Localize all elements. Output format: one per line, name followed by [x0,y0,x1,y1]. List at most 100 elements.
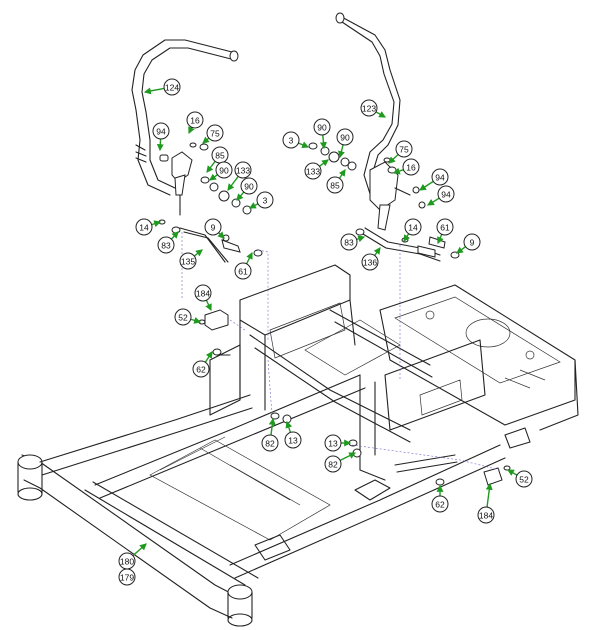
left-lever-assembly [131,39,263,263]
callout-82: 82 [261,417,279,452]
callout-90: 90 [336,128,354,159]
callout-leader [188,126,195,135]
callout-135: 135 [179,249,203,270]
callout-circle [313,118,331,136]
callout-leader [485,482,493,508]
callout-leader [298,141,310,149]
callout-circle [324,455,342,473]
callout-leader [419,180,434,191]
callout-circle [215,161,233,179]
callout-circle [431,495,449,513]
callout-3: 3 [282,131,310,149]
mower-frame [17,264,579,627]
callout-circle [163,78,181,96]
callout-leader [392,167,404,175]
callout-label: 136 [363,258,377,268]
callout-circle [326,176,344,194]
callout-circle [360,99,378,117]
callout-184: 184 [477,482,495,524]
callout-90: 90 [209,161,233,181]
callout-16: 16 [186,111,204,135]
callout-circle [157,236,175,254]
callout-leader [285,420,293,433]
callout-3: 3 [248,191,274,209]
callout-circle [402,158,420,176]
callout-label: 90 [340,133,350,143]
callout-label: 179 [120,573,134,583]
callout-circle [174,308,192,326]
callout-136: 136 [361,247,381,271]
callout-leader [339,452,357,462]
callout-circle [404,218,422,236]
callout-circle [324,434,342,452]
callout-16: 16 [392,158,420,176]
callout-label: 94 [435,173,445,183]
callout-85: 85 [206,146,229,173]
callout-circle [118,568,136,586]
callout-133: 133 [227,161,252,191]
callout-label: 85 [215,151,225,161]
callout-124: 124 [143,78,181,96]
callout-label: 9 [470,238,475,248]
callout-75: 75 [388,140,413,164]
callout-83: 83 [340,233,366,251]
callout-leader [506,469,518,476]
callout-label: 133 [306,167,320,177]
callout-circle [186,111,204,129]
callout-circle [436,218,454,236]
callout-leader [206,160,216,173]
callout-circle [194,284,212,302]
callout-leader [132,543,147,557]
callout-label: 124 [165,83,179,93]
callout-94: 94 [427,185,455,206]
callout-label: 52 [519,475,529,485]
callout-leader [170,231,179,240]
callout-leader [437,234,444,245]
callout-133: 133 [304,159,329,180]
callout-label: 61 [440,223,450,233]
callout-leader [338,144,345,159]
callout-75: 75 [202,124,224,144]
callout-leader [245,251,253,265]
callout-circle [206,124,224,142]
callout-leader [319,134,327,150]
callout-label: 62 [196,365,206,375]
callout-leader [236,191,245,201]
callout-label: 83 [161,241,171,251]
callout-circle [135,218,153,236]
callout-circle [192,360,210,378]
callout-180: 180 [118,543,147,570]
callout-184: 184 [194,284,212,312]
callout-61: 61 [234,251,253,280]
callout-leader [204,351,213,363]
callout-leader [143,87,165,95]
callout-label: 3 [263,196,268,206]
callout-123: 123 [360,99,387,118]
callout-90: 90 [236,177,258,201]
callout-label: 82 [265,439,275,449]
callout-label: 133 [236,166,250,176]
callout-circle [431,168,449,186]
callout-leader [156,138,164,152]
callout-85: 85 [326,169,346,194]
callout-leader [403,233,411,242]
callout-circle [304,162,322,180]
callout-label: 82 [328,460,338,470]
callout-leader [202,136,210,144]
callout-circle [284,431,302,449]
callout-leader [338,169,346,179]
callout-61: 61 [436,218,454,245]
callout-label: 184 [196,289,210,299]
callout-83: 83 [157,231,179,254]
callout-label: 52 [178,313,188,323]
callout-90: 90 [313,118,331,150]
callout-14: 14 [403,218,422,242]
callout-52: 52 [506,469,533,488]
callout-label: 3 [289,136,294,146]
callout-label: 14 [408,223,418,233]
callout-leader [248,202,259,209]
callout-circle [437,185,455,203]
callout-circle [515,470,533,488]
callout-82: 82 [324,452,357,473]
